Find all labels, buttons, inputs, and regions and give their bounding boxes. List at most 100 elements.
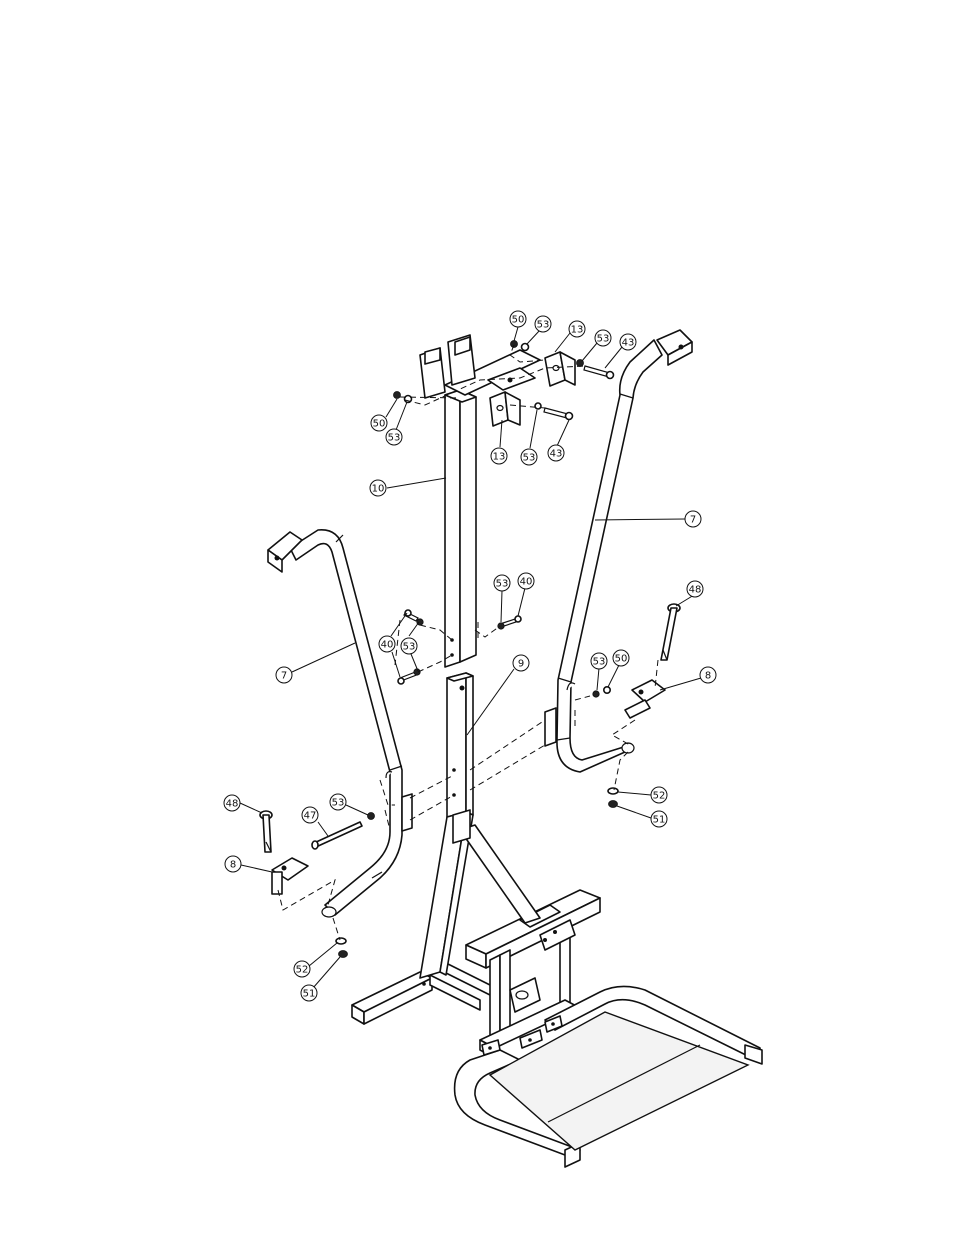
- callout-circle: [594, 329, 612, 347]
- callout-48: 48: [223, 794, 241, 812]
- callout-circle: [650, 810, 668, 828]
- callout-label: 13: [493, 452, 506, 463]
- callout-label: 7: [281, 671, 287, 682]
- upper-upright-part-10: [419, 334, 541, 668]
- callout-13: 13: [490, 447, 508, 465]
- pivot-pin-part-48-left: [259, 810, 273, 853]
- callout-7: 7: [684, 510, 702, 528]
- left-handle-part-7: [267, 529, 413, 918]
- callout-label: 53: [332, 798, 345, 809]
- callout-51: 51: [650, 810, 668, 828]
- callout-50: 50: [612, 649, 630, 667]
- callout-label: 43: [622, 338, 635, 349]
- callout-label: 53: [388, 433, 401, 444]
- callout-label: 53: [523, 453, 536, 464]
- callout-circle: [400, 637, 418, 655]
- callout-circle: [293, 960, 311, 978]
- callout-9: 9: [512, 654, 530, 672]
- callout-43: 43: [619, 333, 637, 351]
- callout-label: 9: [518, 659, 524, 670]
- callout-label: 48: [689, 585, 702, 596]
- callout-circle: [329, 793, 347, 811]
- callout-circle: [590, 652, 608, 670]
- callout-40: 40: [378, 635, 396, 653]
- callout-8: 8: [699, 666, 717, 684]
- callout-50: 50: [509, 310, 527, 328]
- callout-label: 50: [615, 654, 628, 665]
- callout-circle: [301, 806, 319, 824]
- callout-label: 53: [597, 334, 610, 345]
- callout-label: 52: [296, 965, 309, 976]
- callout-label: 40: [520, 577, 533, 588]
- callout-53: 53: [594, 329, 612, 347]
- callout-53: 53: [520, 448, 538, 466]
- callout-circle: [370, 414, 388, 432]
- callout-53: 53: [493, 574, 511, 592]
- callout-circle: [224, 855, 242, 873]
- callout-label: 51: [653, 815, 666, 826]
- callout-label: 51: [303, 989, 316, 1000]
- callout-circle: [385, 428, 403, 446]
- callout-label: 53: [403, 642, 416, 653]
- callout-circle: [612, 649, 630, 667]
- callout-label: 13: [571, 325, 584, 336]
- callout-leaders: [239, 326, 702, 989]
- callout-13: 13: [568, 320, 586, 338]
- base-frame: [351, 889, 763, 1168]
- callout-circle: [369, 479, 387, 497]
- callout-53: 53: [590, 652, 608, 670]
- callout-circle: [275, 666, 293, 684]
- callout-circle: [619, 333, 637, 351]
- callout-label: 10: [372, 484, 385, 495]
- callout-label: 53: [593, 657, 606, 668]
- callout-circle: [699, 666, 717, 684]
- callout-43: 43: [547, 444, 565, 462]
- callout-circle: [493, 574, 511, 592]
- bolt-part-47: [311, 821, 363, 850]
- callout-48: 48: [686, 580, 704, 598]
- callout-50: 50: [370, 414, 388, 432]
- callout-label: 40: [381, 640, 394, 651]
- callout-7: 7: [275, 666, 293, 684]
- pivot-bracket-part-8-right: [624, 679, 666, 719]
- callout-label: 8: [230, 860, 236, 871]
- callout-label: 48: [226, 799, 239, 810]
- callout-53: 53: [385, 428, 403, 446]
- callout-circle: [568, 320, 586, 338]
- callout-circle: [490, 447, 508, 465]
- right-handle-part-7: [544, 329, 693, 773]
- callout-label: 7: [690, 515, 696, 526]
- callout-circle: [534, 315, 552, 333]
- callout-label: 50: [373, 419, 386, 430]
- callout-circle: [517, 572, 535, 590]
- callout-53: 53: [534, 315, 552, 333]
- pivot-pin-part-48-right: [660, 603, 681, 661]
- callout-label: 47: [304, 811, 317, 822]
- callout-47: 47: [301, 806, 319, 824]
- callout-53: 53: [329, 793, 347, 811]
- callout-label: 50: [512, 315, 525, 326]
- callout-52: 52: [293, 960, 311, 978]
- callout-circle: [686, 580, 704, 598]
- bracket-part-13-upper: [544, 351, 576, 387]
- callout-circle: [684, 510, 702, 528]
- callout-circle: [509, 310, 527, 328]
- callout-51: 51: [300, 984, 318, 1002]
- bracket-part-13-lower: [489, 391, 521, 427]
- callout-label: 53: [537, 320, 550, 331]
- callout-circle: [520, 448, 538, 466]
- callout-52: 52: [650, 786, 668, 804]
- main-upright-part-9: [419, 672, 541, 979]
- callout-53: 53: [400, 637, 418, 655]
- callout-circle: [378, 635, 396, 653]
- callout-circle: [547, 444, 565, 462]
- callout-circle: [223, 794, 241, 812]
- callout-circle: [512, 654, 530, 672]
- callout-label: 8: [705, 671, 711, 682]
- callout-40: 40: [517, 572, 535, 590]
- callout-circle: [650, 786, 668, 804]
- callout-circle: [300, 984, 318, 1002]
- callout-8: 8: [224, 855, 242, 873]
